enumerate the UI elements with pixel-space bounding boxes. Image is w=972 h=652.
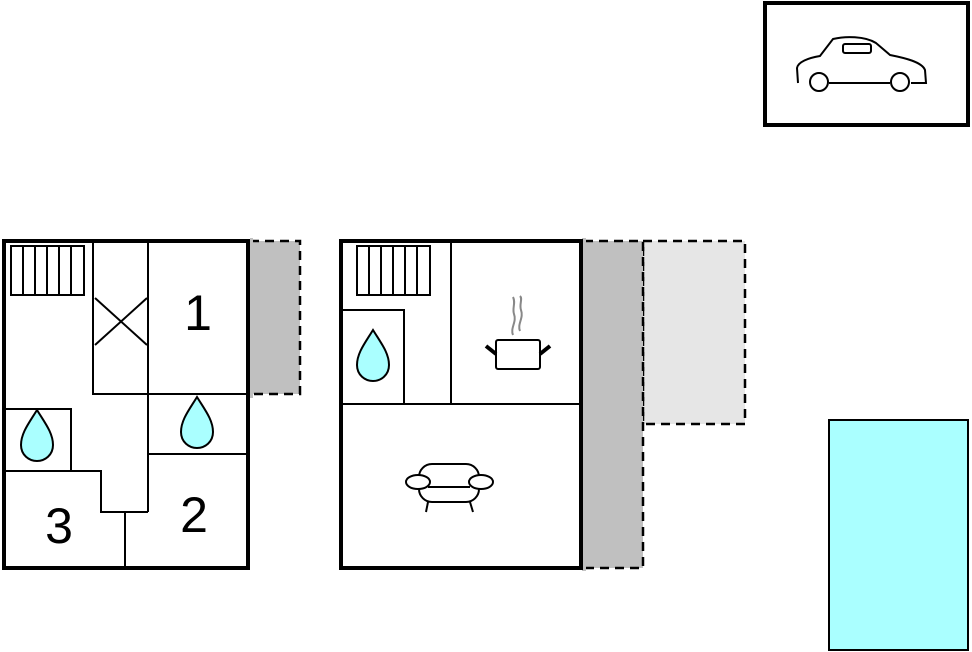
terrace-dark (582, 239, 645, 570)
room-label-2: 2 (180, 487, 208, 543)
parking-area (763, 1, 970, 127)
sofa-icon (405, 463, 494, 513)
stairs-icon (10, 245, 85, 296)
cooking-pot-icon (484, 295, 552, 370)
terrace-light (641, 239, 747, 426)
right-building (339, 238, 747, 571)
elevator-shaft-icon (94, 297, 148, 346)
left-building: 1 2 3 (2, 238, 302, 570)
room-label-1: 1 (184, 285, 212, 341)
pool (828, 419, 969, 651)
car-icon (795, 36, 928, 92)
left-terrace (248, 239, 302, 396)
room-label-3: 3 (45, 498, 73, 554)
stairs-icon (356, 245, 431, 296)
